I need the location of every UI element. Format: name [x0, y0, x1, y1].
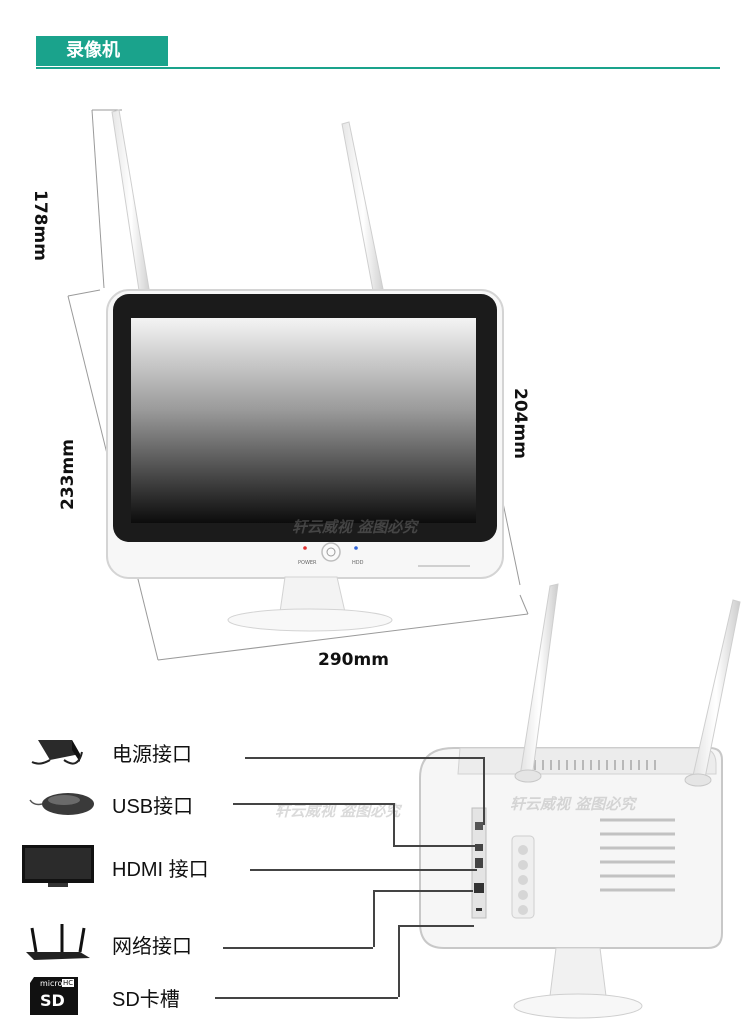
router-icon [26, 924, 90, 960]
sd-card-micro-text: micro [40, 979, 63, 988]
port-row-network: 网络接口 [20, 922, 440, 964]
hdd-indicator-label: HDD [352, 560, 364, 566]
leader-usb [233, 803, 393, 805]
monitor-icon [22, 845, 94, 887]
nvr-front-illustration: POWER HDD [67, 109, 529, 661]
leader-network-rise [373, 890, 375, 947]
leader-sd-end [398, 925, 474, 927]
port-label-sd: SD卡槽 [112, 989, 180, 1011]
port-label-network: 网络接口 [112, 936, 192, 958]
sd-card-brand: SD [40, 991, 65, 1010]
leader-power [245, 757, 483, 759]
leader-network-end [373, 890, 473, 892]
leader-sd [215, 997, 398, 999]
leader-hdmi [250, 869, 477, 871]
port-row-hdmi: HDMI 接口 [20, 845, 440, 887]
section-title: 录像机 [36, 36, 168, 66]
port-label-hdmi: HDMI 接口 [112, 859, 209, 881]
power-adapter-icon [31, 740, 83, 765]
leader-sd-rise [398, 925, 400, 997]
port-row-sd: micro HC SD SD卡槽 [20, 975, 440, 1017]
port-label-power: 电源接口 [112, 744, 192, 766]
watermark-back-right: 轩云威视 盗图必究 [510, 795, 636, 813]
leader-usb-end [393, 845, 475, 847]
dimension-antenna-height: 178mm [30, 190, 50, 261]
power-indicator-label: POWER [298, 560, 317, 566]
port-label-usb: USB接口 [112, 796, 194, 818]
dimension-total-height: 233mm [58, 439, 78, 510]
watermark-back-left: 轩云威视 盗图必究 [275, 802, 401, 820]
sd-card-badge: HC [62, 979, 75, 987]
leader-usb-drop [393, 803, 395, 845]
section-divider [36, 67, 720, 69]
leader-network [223, 947, 373, 949]
dimension-screen-height: 204mm [510, 388, 530, 459]
nvr-back-illustration [419, 583, 741, 1019]
dimension-width: 290mm [318, 650, 389, 670]
watermark-front: 轩云威视 盗图必究 [292, 518, 418, 536]
sd-card-icon: micro HC SD [20, 975, 100, 1017]
port-row-power: 电源接口 [20, 730, 440, 772]
port-row-usb: USB接口 [20, 782, 440, 824]
mouse-icon [29, 793, 94, 815]
leader-power-drop [483, 757, 485, 825]
